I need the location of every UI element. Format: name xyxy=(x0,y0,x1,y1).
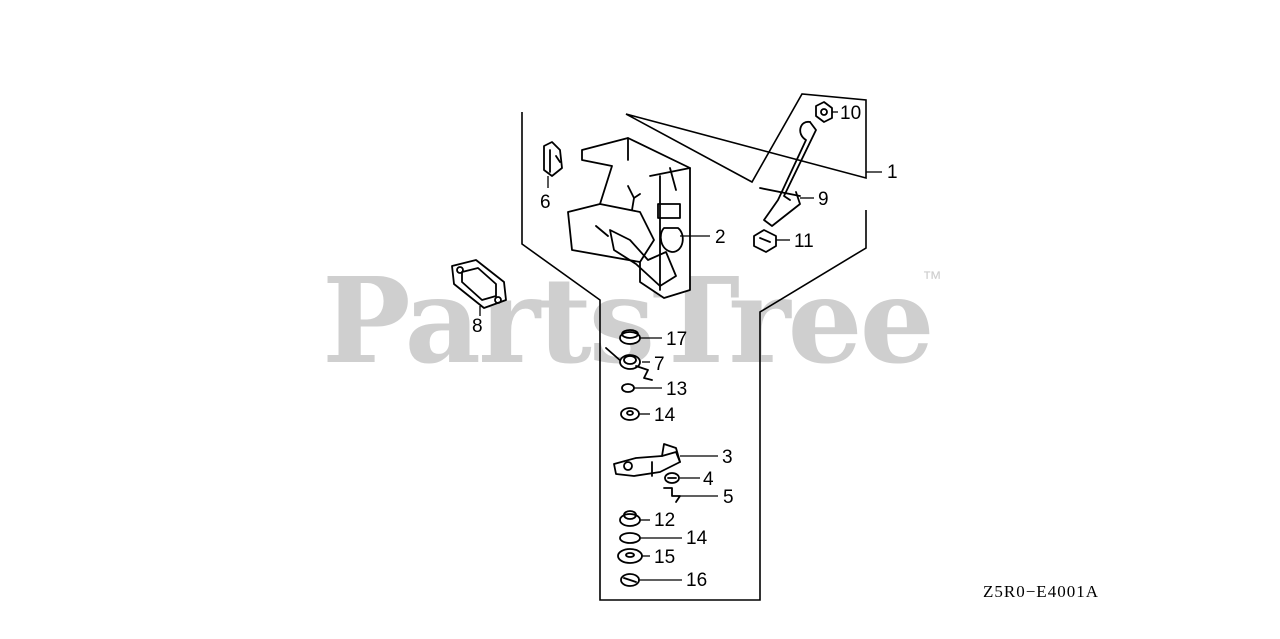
callout-12[interactable]: 12 xyxy=(654,510,675,531)
callout-10[interactable]: 10 xyxy=(840,103,861,124)
washer-15[interactable] xyxy=(617,548,643,564)
callout-11[interactable]: 11 xyxy=(794,231,814,252)
control-base-bracket[interactable] xyxy=(567,137,691,299)
nut-16[interactable] xyxy=(620,573,640,587)
spring-clip-5[interactable] xyxy=(663,487,681,503)
spring[interactable] xyxy=(605,347,653,381)
callout-9[interactable]: 9 xyxy=(818,189,829,210)
callout-17[interactable]: 17 xyxy=(666,329,687,350)
callout-5[interactable]: 5 xyxy=(723,487,734,508)
callout-8[interactable]: 8 xyxy=(472,316,483,337)
washer-14-upper[interactable] xyxy=(620,407,640,421)
governor-rod[interactable] xyxy=(759,121,817,227)
callout-13[interactable]: 13 xyxy=(666,379,687,400)
bolt-4[interactable] xyxy=(664,472,680,484)
drawing-code: Z5R0−E4001A xyxy=(983,582,1099,601)
callout-7[interactable]: 7 xyxy=(654,354,665,375)
callout-15[interactable]: 15 xyxy=(654,547,675,568)
callout-2[interactable]: 2 xyxy=(715,227,726,248)
callout-1[interactable]: 1 xyxy=(887,162,898,183)
washer-14-lower[interactable] xyxy=(619,532,641,544)
callout-14-lower[interactable]: 14 xyxy=(686,528,708,549)
callout-14-upper[interactable]: 14 xyxy=(654,405,676,426)
callout-6[interactable]: 6 xyxy=(540,192,551,213)
gasket[interactable] xyxy=(451,259,507,309)
callout-3[interactable]: 3 xyxy=(722,447,733,468)
cable-clip[interactable] xyxy=(543,141,563,177)
grommet[interactable] xyxy=(753,229,777,253)
nut-12[interactable] xyxy=(619,510,641,527)
control-lever[interactable] xyxy=(613,443,681,477)
nut-10[interactable] xyxy=(815,101,833,123)
nut-17[interactable] xyxy=(619,329,641,345)
callout-4[interactable]: 4 xyxy=(703,469,714,490)
trademark-symbol: ™ xyxy=(922,268,942,290)
washer-13[interactable] xyxy=(621,383,635,393)
callout-16[interactable]: 16 xyxy=(686,570,707,591)
assembly-border xyxy=(521,93,867,601)
